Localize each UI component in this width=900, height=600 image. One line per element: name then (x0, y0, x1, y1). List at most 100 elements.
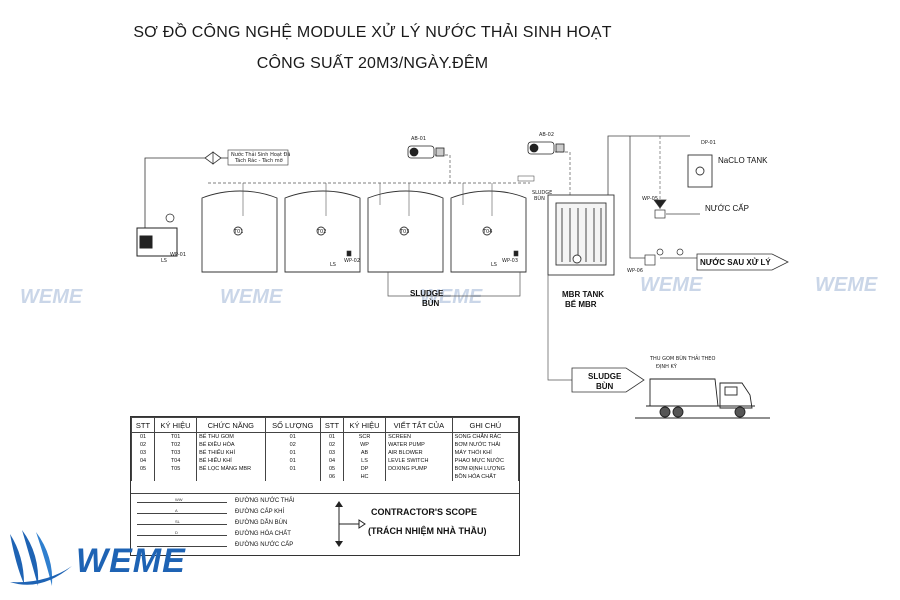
naclo-label: NaCLO TANK (718, 156, 768, 165)
cell: AB (343, 449, 387, 457)
cell: 05 (319, 465, 345, 473)
tank-t02 (284, 190, 361, 273)
watermark: WEME (220, 286, 283, 308)
wave-logo-icon (10, 530, 72, 586)
line-code: SL (175, 519, 180, 524)
cell: 05 (130, 465, 156, 473)
sludge-label: SLUDGE (410, 289, 444, 298)
tank-t01-label: T01 (233, 229, 243, 235)
mbr-tank (547, 194, 615, 276)
line-sample (137, 513, 227, 514)
line-sample (137, 502, 227, 503)
cell: SCR (343, 432, 387, 441)
line-code: WW (175, 497, 183, 502)
mbr-permeate-line (607, 135, 700, 259)
table-row: 03 T03 BỂ THIẾU KHÍ 01 03 AB AIR BLOWER … (130, 449, 520, 457)
truck-note: THU GOM BÙN THẢI THEO (649, 354, 715, 362)
watermark: WEME (815, 274, 878, 296)
cell: 02 (319, 441, 345, 449)
cell: WP (343, 441, 387, 449)
watermark: WEME (20, 286, 83, 308)
tank-t02-label: T02 (316, 229, 326, 235)
cell (130, 473, 156, 481)
cell: SONG CHẮN RÁC (451, 432, 520, 441)
air-blower-1 (407, 145, 445, 159)
pump-wp02-label: WP-02 (344, 258, 360, 264)
tank-t03-label: T03 (399, 229, 409, 235)
weme-logo: WEME (6, 526, 206, 596)
watermark: WEME (420, 286, 483, 308)
clean-water-label: NƯỚC CẤP (705, 203, 749, 213)
cell: T05 (154, 465, 198, 473)
cell: 03 (319, 449, 345, 457)
header-stt: STT (130, 417, 156, 433)
blower-2-label: AB-02 (539, 132, 554, 138)
table-row: 01 T01 BỂ THU GOM 01 01 SCR SCREEN SONG … (130, 432, 520, 441)
cell: T03 (154, 449, 198, 457)
outlet-arrow (696, 253, 789, 271)
watermark-layer: WEME WEME WEME WEME WEME (20, 274, 878, 308)
line-code: A (175, 508, 178, 513)
cell (196, 473, 266, 481)
line-legend: WW ĐƯỜNG NƯỚC THẢI A ĐƯỜNG CẤP KHÍ SL ĐƯ… (131, 493, 519, 556)
blower-1-label: AB-01 (411, 136, 426, 142)
table-row: 06 HC BỒN HÓA CHẤT (130, 473, 520, 481)
cell: 03 (130, 449, 156, 457)
tank-t03 (367, 190, 444, 273)
naclo-tank (687, 154, 713, 188)
cell: 01 (264, 449, 321, 457)
watermark: WEME (640, 274, 703, 296)
outlet-label: NƯỚC SAU XỬ LÝ (700, 258, 771, 267)
cell: BỂ HIẾU KHÍ (196, 457, 266, 465)
wp06-label: WP-06 (627, 268, 643, 274)
cell: LEVLE SWITCH (385, 457, 453, 465)
sludge-out-label: SLUDGE (588, 372, 622, 381)
cell (154, 473, 198, 481)
line-name: ĐƯỜNG CẤP KHÍ (235, 509, 285, 515)
wp05-pump (653, 199, 667, 219)
header-abbrev: VIẾT TẮT CỦA (385, 417, 453, 433)
outlet-pump (644, 248, 684, 266)
truck-note-2: ĐỊNH KỲ (656, 363, 678, 370)
diagram-title: SƠ ĐỒ CÔNG NGHỆ MODULE XỬ LÝ NƯỚC THẢI S… (133, 24, 612, 41)
line-name: ĐƯỜNG DẪN BÙN (235, 520, 288, 526)
sludge-truck-icon (635, 378, 770, 419)
cell: BỂ THIẾU KHÍ (196, 449, 266, 457)
table-row: 02 T02 BỂ ĐIỀU HÒA 02 02 WP WATER PUMP B… (130, 441, 520, 449)
legend-table: STT KÝ HIỆU CHỨC NĂNG SỐ LƯỢNG STT KÝ HI… (130, 417, 520, 481)
table-row: 04 T04 BỂ HIẾU KHÍ 01 04 LS LEVLE SWITCH… (130, 457, 520, 465)
cell: LS (343, 457, 387, 465)
line-sample (137, 535, 227, 536)
mbr-label: MBR TANK (562, 290, 604, 299)
cell (385, 473, 453, 481)
cell: 01 (130, 432, 156, 441)
cell: 02 (264, 441, 321, 449)
cell: 02 (130, 441, 156, 449)
inlet-label-box (227, 149, 289, 166)
header-code-2: KÝ HIỆU (343, 417, 387, 433)
mbr-label-vn: BỂ MBR (565, 300, 597, 309)
cell: SCREEN (385, 432, 453, 441)
sludge-out-label-vn: BÙN (596, 382, 614, 391)
cell: 04 (130, 457, 156, 465)
sludge-label-vn: BÙN (422, 299, 440, 308)
inlet-label: Nước Thải Sinh Hoạt Đã (231, 151, 290, 158)
sludge-return-label-2: BÙN (534, 195, 545, 202)
cell (264, 473, 321, 481)
inlet-label-2: Tách Rác - Tách mỡ (234, 157, 284, 164)
cell: T02 (154, 441, 198, 449)
ls-label: LS (161, 258, 167, 264)
scope-arrow-icon (335, 501, 366, 547)
line-name: ĐƯỜNG NƯỚC THẢI (235, 498, 295, 504)
header-quantity: SỐ LƯỢNG (264, 417, 321, 433)
cell: T01 (154, 432, 198, 441)
cell: BƠM ĐỊNH LƯỢNG (451, 465, 520, 473)
sludge-return-line (387, 272, 521, 297)
tank-t04-label: T04 (482, 229, 492, 235)
diagram-subtitle: CÔNG SUẤT 20M3/NGÀY.ĐÊM (256, 55, 489, 72)
cell: 01 (319, 432, 345, 441)
tank-t04 (450, 190, 527, 273)
inlet-line (144, 151, 228, 228)
wp05-label: WP-05 (642, 196, 658, 202)
cell: WATER PUMP (385, 441, 453, 449)
